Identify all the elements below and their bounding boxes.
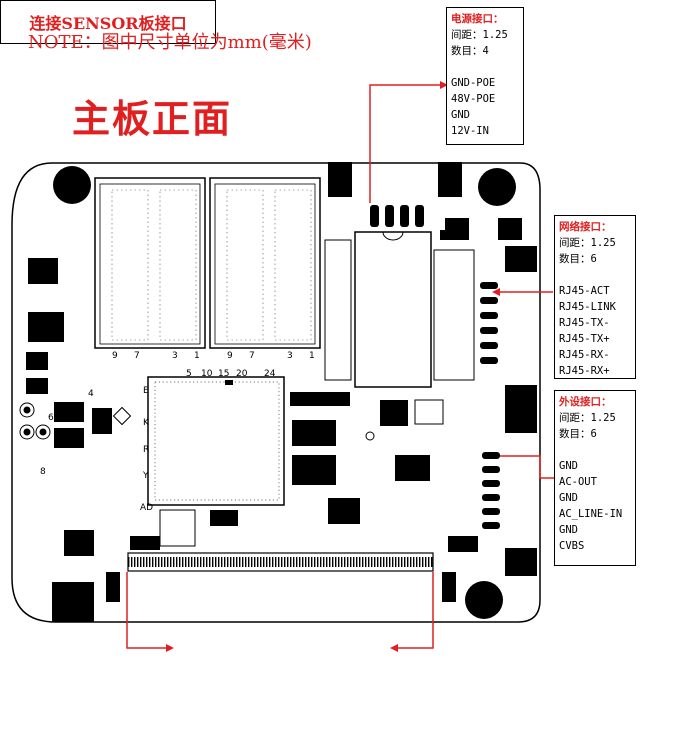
ram-pin-label: 3 [287, 351, 293, 361]
network-pin: RJ45-TX+ [559, 333, 610, 345]
mount-hole-bottom-right [465, 581, 503, 619]
power-pin: GND [451, 109, 470, 121]
peripheral-heading: 外设接口： [559, 396, 612, 408]
ram-chip-right [209, 177, 321, 349]
network-pitch: 间距：1.25 [559, 237, 616, 249]
network-connector [480, 246, 537, 433]
ram-pin-label: 1 [309, 351, 315, 361]
bga-row-label: R [143, 445, 149, 455]
bga-col-label: 24 [264, 369, 276, 379]
bga-soc [147, 376, 285, 506]
component-label: 6 [48, 413, 54, 423]
power-pitch: 间距：1.25 [451, 29, 508, 41]
network-pin: RJ45-LINK [559, 301, 616, 313]
bga-col-label: 10 [201, 369, 213, 379]
peripheral-info-box: 外设接口： 间距：1.25 数目：6 GND AC-OUT GND AC_LIN… [554, 390, 636, 566]
power-connector [328, 162, 462, 227]
bga-row-label: K [143, 418, 150, 428]
peripheral-pin: CVBS [559, 540, 585, 552]
network-count: 数目：6 [559, 253, 597, 265]
component-label: 4 [88, 389, 94, 399]
peripheral-count: 数目：6 [559, 428, 597, 440]
mount-hole-top-right [478, 168, 516, 206]
power-pin: 12V-IN [451, 125, 489, 137]
bga-col-label: 15 [218, 369, 229, 379]
power-info-box: 电源接口： 间距：1.25 数目：4 GND-POE 48V-POE GND 1… [446, 7, 524, 145]
leader-lines [126, 84, 556, 649]
bga-col-label: 20 [236, 369, 248, 379]
component-label: 8 [40, 467, 46, 477]
network-pin: RJ45-TX- [559, 317, 610, 329]
misc-components [26, 218, 522, 556]
bga-row-label: AD [140, 503, 153, 513]
bga-row-label: Y [142, 471, 149, 481]
ram-pin-label: 7 [249, 351, 255, 361]
page-title: 主板正面 [72, 96, 233, 141]
mount-hole-top-left [53, 166, 91, 204]
network-info-box: 网络接口： 间距：1.25 数目：6 RJ45-ACT RJ45-LINK RJ… [554, 215, 636, 379]
bga-col-label: 5 [186, 369, 192, 379]
ram-pin-label: 7 [134, 351, 140, 361]
sensor-connector-label: 连接SENSOR板接口 [0, 0, 216, 44]
peripheral-pin: AC_LINE-IN [559, 508, 623, 520]
sensor-connector [106, 552, 456, 602]
flash-chip [354, 231, 432, 388]
peripheral-pin: GND [559, 524, 578, 536]
misc-component-outlines [19, 239, 475, 547]
bga-row-label: E [143, 386, 149, 396]
power-count: 数目：4 [451, 45, 489, 57]
peripheral-connector [482, 452, 537, 576]
network-pin: RJ45-ACT [559, 285, 610, 297]
network-pin: RJ45-RX+ [559, 365, 610, 377]
ram-chip-left [94, 177, 206, 349]
peripheral-pin: GND [559, 460, 578, 472]
ram-pin-label: 9 [227, 351, 233, 361]
pad-bottom-left [52, 582, 94, 622]
peripheral-pin: AC-OUT [559, 476, 597, 488]
ram-pin-label: 9 [112, 351, 118, 361]
power-pin: 48V-POE [451, 93, 496, 105]
network-pin: RJ45-RX- [559, 349, 610, 361]
ram-pin-label: 1 [194, 351, 200, 361]
peripheral-pin: GND [559, 492, 578, 504]
peripheral-pitch: 间距：1.25 [559, 412, 616, 424]
dimension-note: NOTE：图中尺寸单位为mm(毫米) [28, 32, 312, 53]
network-heading: 网络接口： [559, 221, 612, 233]
power-pin: GND-POE [451, 77, 496, 89]
power-heading: 电源接口： [451, 13, 504, 25]
ram-pin-label: 3 [172, 351, 178, 361]
